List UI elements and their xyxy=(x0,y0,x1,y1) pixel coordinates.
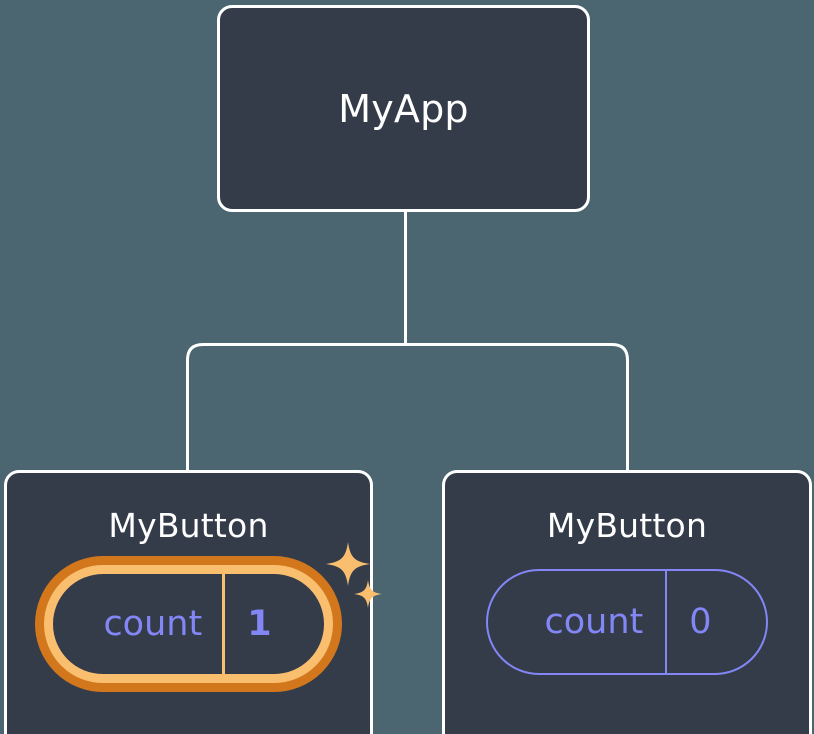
state-pill-right[interactable]: count 0 xyxy=(486,569,768,675)
state-key-left: count xyxy=(103,603,203,644)
state-pill-wrapper-left: count 1 xyxy=(35,542,382,692)
state-pill-left-inner: count 1 xyxy=(53,574,324,674)
state-value-left: 1 xyxy=(222,574,323,674)
state-key-right: count xyxy=(544,601,644,642)
connector-branch-bar xyxy=(186,343,629,472)
sparkle-icon xyxy=(325,542,370,586)
node-mybutton-left[interactable]: MyButton count 1 xyxy=(4,470,382,734)
state-value-right: 0 xyxy=(665,571,765,673)
node-myapp[interactable]: MyApp xyxy=(217,5,590,212)
sparkle-icon xyxy=(353,580,382,608)
node-mybutton-right-label: MyButton xyxy=(546,506,708,545)
state-pill-left[interactable]: count 1 xyxy=(35,556,342,692)
node-mybutton-right[interactable]: MyButton count 0 xyxy=(442,470,812,734)
node-myapp-label: MyApp xyxy=(338,86,469,131)
state-pill-wrapper-right: count 0 xyxy=(486,569,768,675)
node-mybutton-left-label: MyButton xyxy=(108,506,269,545)
